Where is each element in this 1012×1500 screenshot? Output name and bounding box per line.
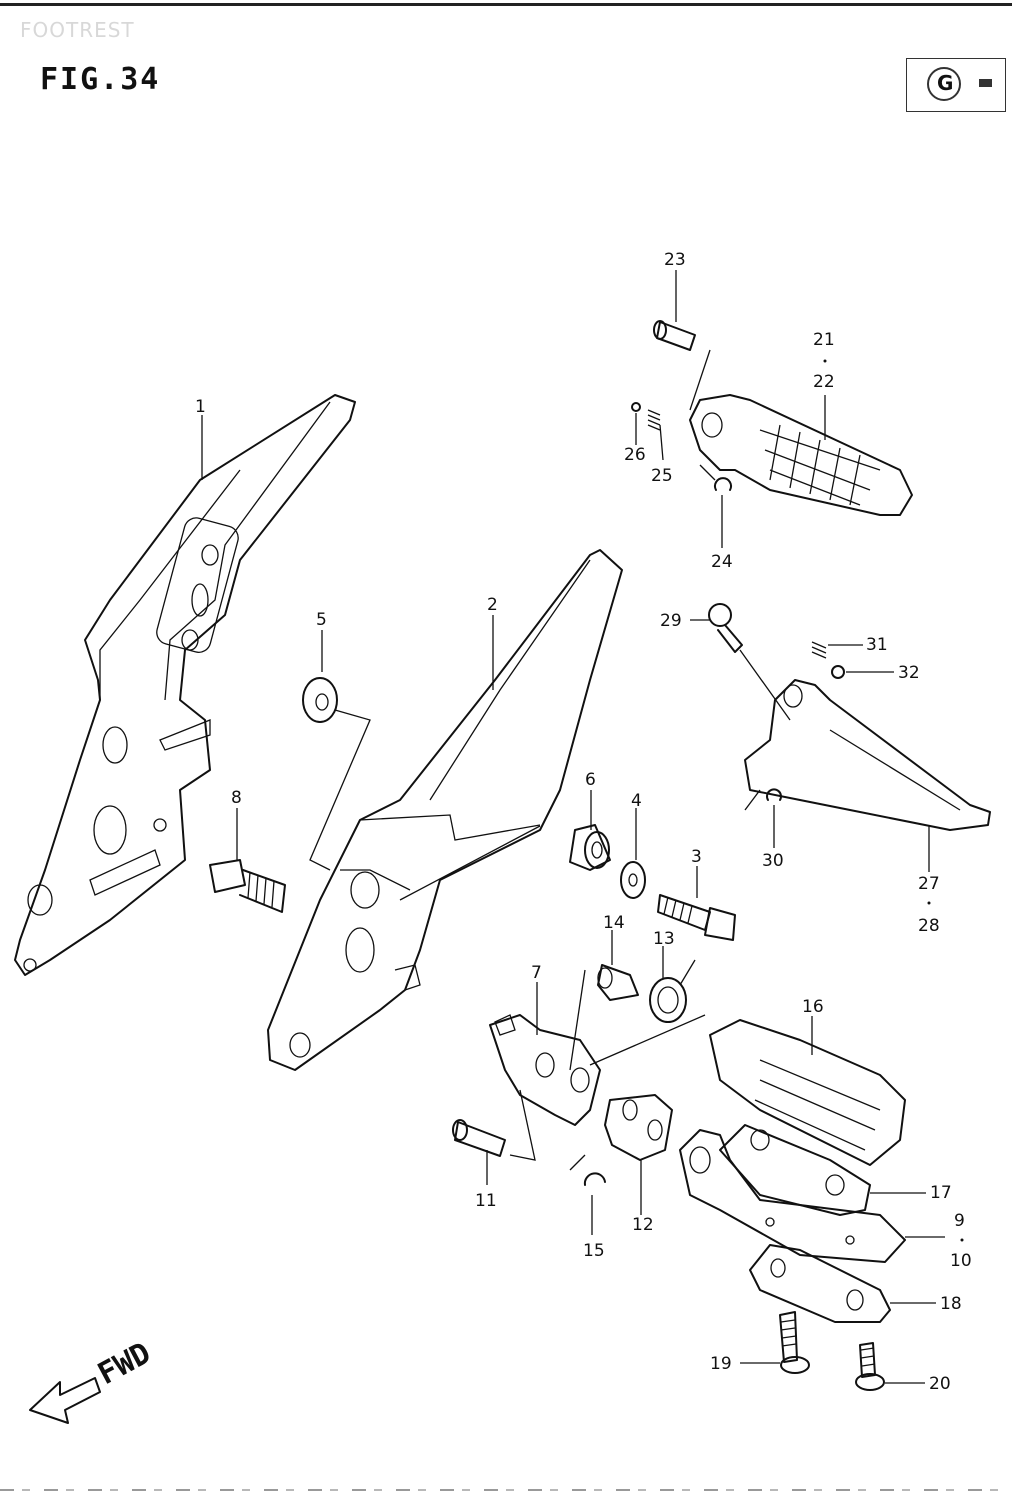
assembly-lines	[309, 349, 791, 1171]
bottom-scan-edge	[0, 1489, 1012, 1491]
callout-23: 23	[664, 250, 686, 270]
part-17-plate	[719, 1124, 871, 1216]
part-2-right-bracket	[267, 549, 623, 1071]
part-29-pin	[708, 603, 743, 653]
part-7-bracket	[489, 1014, 601, 1126]
badge-code-block	[979, 79, 992, 87]
callout-20: 20	[929, 1374, 951, 1394]
part-1-left-bracket	[14, 394, 356, 976]
badge-circle-icon	[927, 67, 961, 101]
callout-4: 4	[631, 791, 642, 811]
badge-letter: G	[937, 71, 954, 95]
leader-lines	[201, 270, 945, 1384]
callout-14: 14	[603, 913, 625, 933]
part-8-bolt	[209, 859, 286, 913]
figure-title: FIG.34	[40, 62, 161, 97]
part-15-clip	[583, 1172, 606, 1186]
part-6-collar	[569, 824, 611, 871]
callout-17: 17	[930, 1183, 952, 1203]
part-4-washer	[620, 861, 646, 899]
part-25-spring	[647, 409, 661, 431]
part-3-bolt	[657, 894, 736, 941]
part-30-clip	[766, 788, 782, 801]
callout-32: 32	[898, 663, 920, 683]
callout-6: 6	[585, 770, 596, 790]
part-13-spring	[649, 959, 696, 1023]
callout-26: 26	[624, 445, 646, 465]
callout-22: 22	[813, 372, 835, 392]
part-18-plate	[749, 1244, 891, 1323]
callout-2: 2	[487, 595, 498, 615]
model-badge: G	[906, 58, 1006, 112]
callout-18: 18	[940, 1294, 962, 1314]
part-31-spring	[811, 641, 827, 659]
top-border-rule	[0, 3, 1012, 6]
callout-10: 10	[950, 1251, 972, 1271]
callout-13: 13	[653, 929, 675, 949]
callout-12: 12	[632, 1215, 654, 1235]
part-16-rubber	[709, 1019, 906, 1166]
part-12-plate	[604, 1094, 673, 1161]
callout-30: 30	[762, 851, 784, 871]
part-19-screw	[779, 1311, 810, 1374]
callout-15: 15	[583, 1241, 605, 1261]
part-21-22-rider-footrest	[689, 394, 913, 516]
callout-3: 3	[691, 847, 702, 867]
callout-5: 5	[316, 610, 327, 630]
callout-31: 31	[866, 635, 888, 655]
part-5-washer	[302, 677, 338, 723]
callout-labels: 1 2 3 4 5 6 7 8 9 10 11 12 13 14 15 16 1…	[195, 250, 972, 1394]
part-11-pin	[452, 1119, 506, 1157]
forward-arrow-icon: FWD	[29, 1336, 157, 1424]
fwd-label: FWD	[92, 1336, 156, 1392]
part-27-28-passenger-footrest	[744, 679, 991, 831]
callout-21: 21	[813, 330, 835, 350]
callout-29: 29	[660, 611, 682, 631]
part-26-ball	[631, 402, 641, 412]
part-23-pin	[653, 320, 696, 351]
callout-9: 9	[954, 1211, 965, 1231]
callout-16: 16	[802, 997, 824, 1017]
callout-8: 8	[231, 788, 242, 808]
callout-11: 11	[475, 1191, 497, 1211]
part-24-clip	[714, 477, 732, 491]
part-32-ball	[831, 665, 845, 679]
part-20-screw	[855, 1342, 885, 1391]
callout-28: 28	[918, 916, 940, 936]
callout-19: 19	[710, 1354, 732, 1374]
callout-24: 24	[711, 552, 733, 572]
callout-7: 7	[531, 963, 542, 983]
part-14-collar	[597, 964, 639, 1001]
callout-1: 1	[195, 397, 206, 417]
part-9-10-footrest	[679, 1129, 906, 1263]
callout-25: 25	[651, 466, 673, 486]
section-title: FOOTREST	[20, 18, 135, 42]
callout-27: 27	[918, 874, 940, 894]
